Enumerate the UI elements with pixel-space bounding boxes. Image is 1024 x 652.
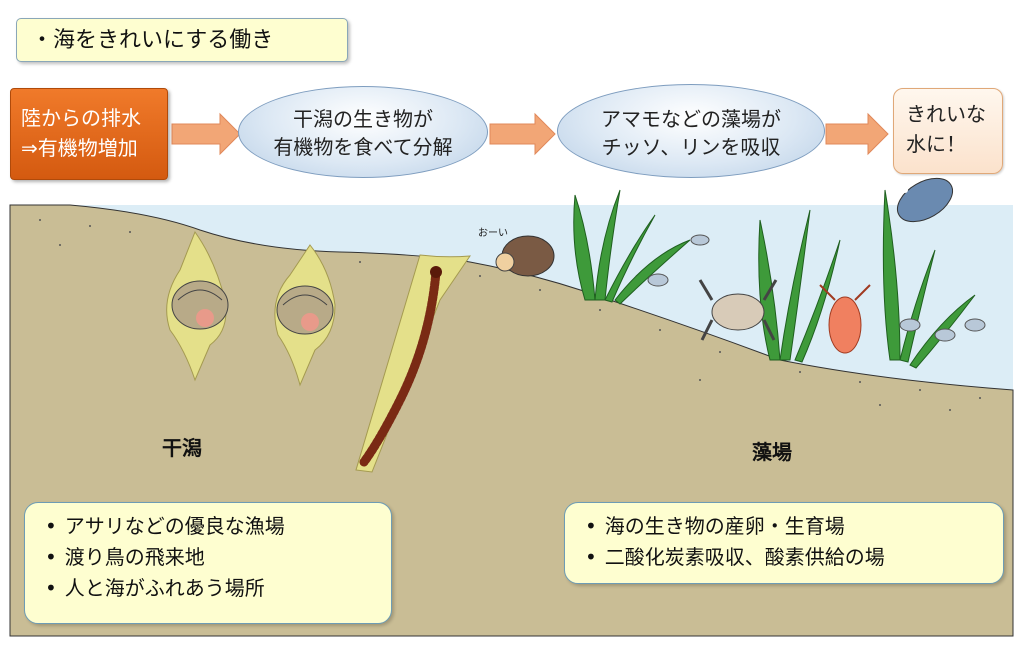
- seagrass-benefit-2: 二酸化炭素吸収、酸素供給の場: [585, 542, 1003, 573]
- step1-line-2: 有機物を食べて分解: [273, 135, 453, 159]
- runoff-line-1: 陸からの排水: [21, 106, 141, 130]
- lugworm-head: [430, 266, 442, 278]
- jumping-fish: [897, 177, 953, 223]
- seagrass-benefit-1: 海の生き物の産卵・生育場: [585, 511, 1003, 542]
- clean-water-box: きれいな 水に！: [893, 88, 1003, 174]
- flow-arrow-3: [825, 112, 889, 156]
- shrimp: [819, 284, 871, 354]
- tidal-flat-label: 干潟: [162, 436, 202, 460]
- step1-line-1: 干潟の生き物が: [293, 107, 433, 131]
- tidal-flat-benefit-2: 渡り鳥の飛来地: [45, 542, 391, 573]
- result-line-2: 水に！: [906, 132, 966, 156]
- result-line-1: きれいな: [906, 102, 986, 126]
- runoff-line-2: ⇒有機物増加: [21, 136, 138, 160]
- clam-3: [495, 235, 555, 277]
- step2-line-2: チッソ、リンを吸収: [601, 135, 781, 159]
- flow-arrow-2: [489, 112, 556, 156]
- seagrass-blades: [573, 189, 976, 369]
- seagrass-benefits-box: 海の生き物の産卵・生育場 二酸化炭素吸収、酸素供給の場: [564, 502, 1004, 584]
- tidal-flat-decomposition-ellipse: 干潟の生き物が 有機物を食べて分解: [238, 86, 488, 178]
- step2-line-1: アマモなどの藻場が: [601, 107, 781, 131]
- seagrass-absorption-ellipse: アマモなどの藻場が チッソ、リンを吸収: [557, 84, 825, 178]
- runoff-box: 陸からの排水 ⇒有機物増加: [10, 88, 168, 180]
- seagrass-bed-label: 藻場: [752, 440, 792, 464]
- tidal-flat-benefit-3: 人と海がふれあう場所: [45, 573, 391, 604]
- lugworm: [359, 267, 441, 467]
- flow-arrow-1: [171, 112, 241, 156]
- crab: [698, 279, 778, 341]
- clam-2: [276, 285, 334, 335]
- small-fish: [647, 234, 986, 342]
- tidal-flat-benefit-1: アサリなどの優良な漁場: [45, 511, 391, 542]
- clam-1: [171, 280, 229, 330]
- clam-speech: おーい: [478, 228, 508, 239]
- page-title: ・海をきれいにする働き: [16, 18, 348, 62]
- tidal-flat-benefits-box: アサリなどの優良な漁場 渡り鳥の飛来地 人と海がふれあう場所: [24, 502, 392, 624]
